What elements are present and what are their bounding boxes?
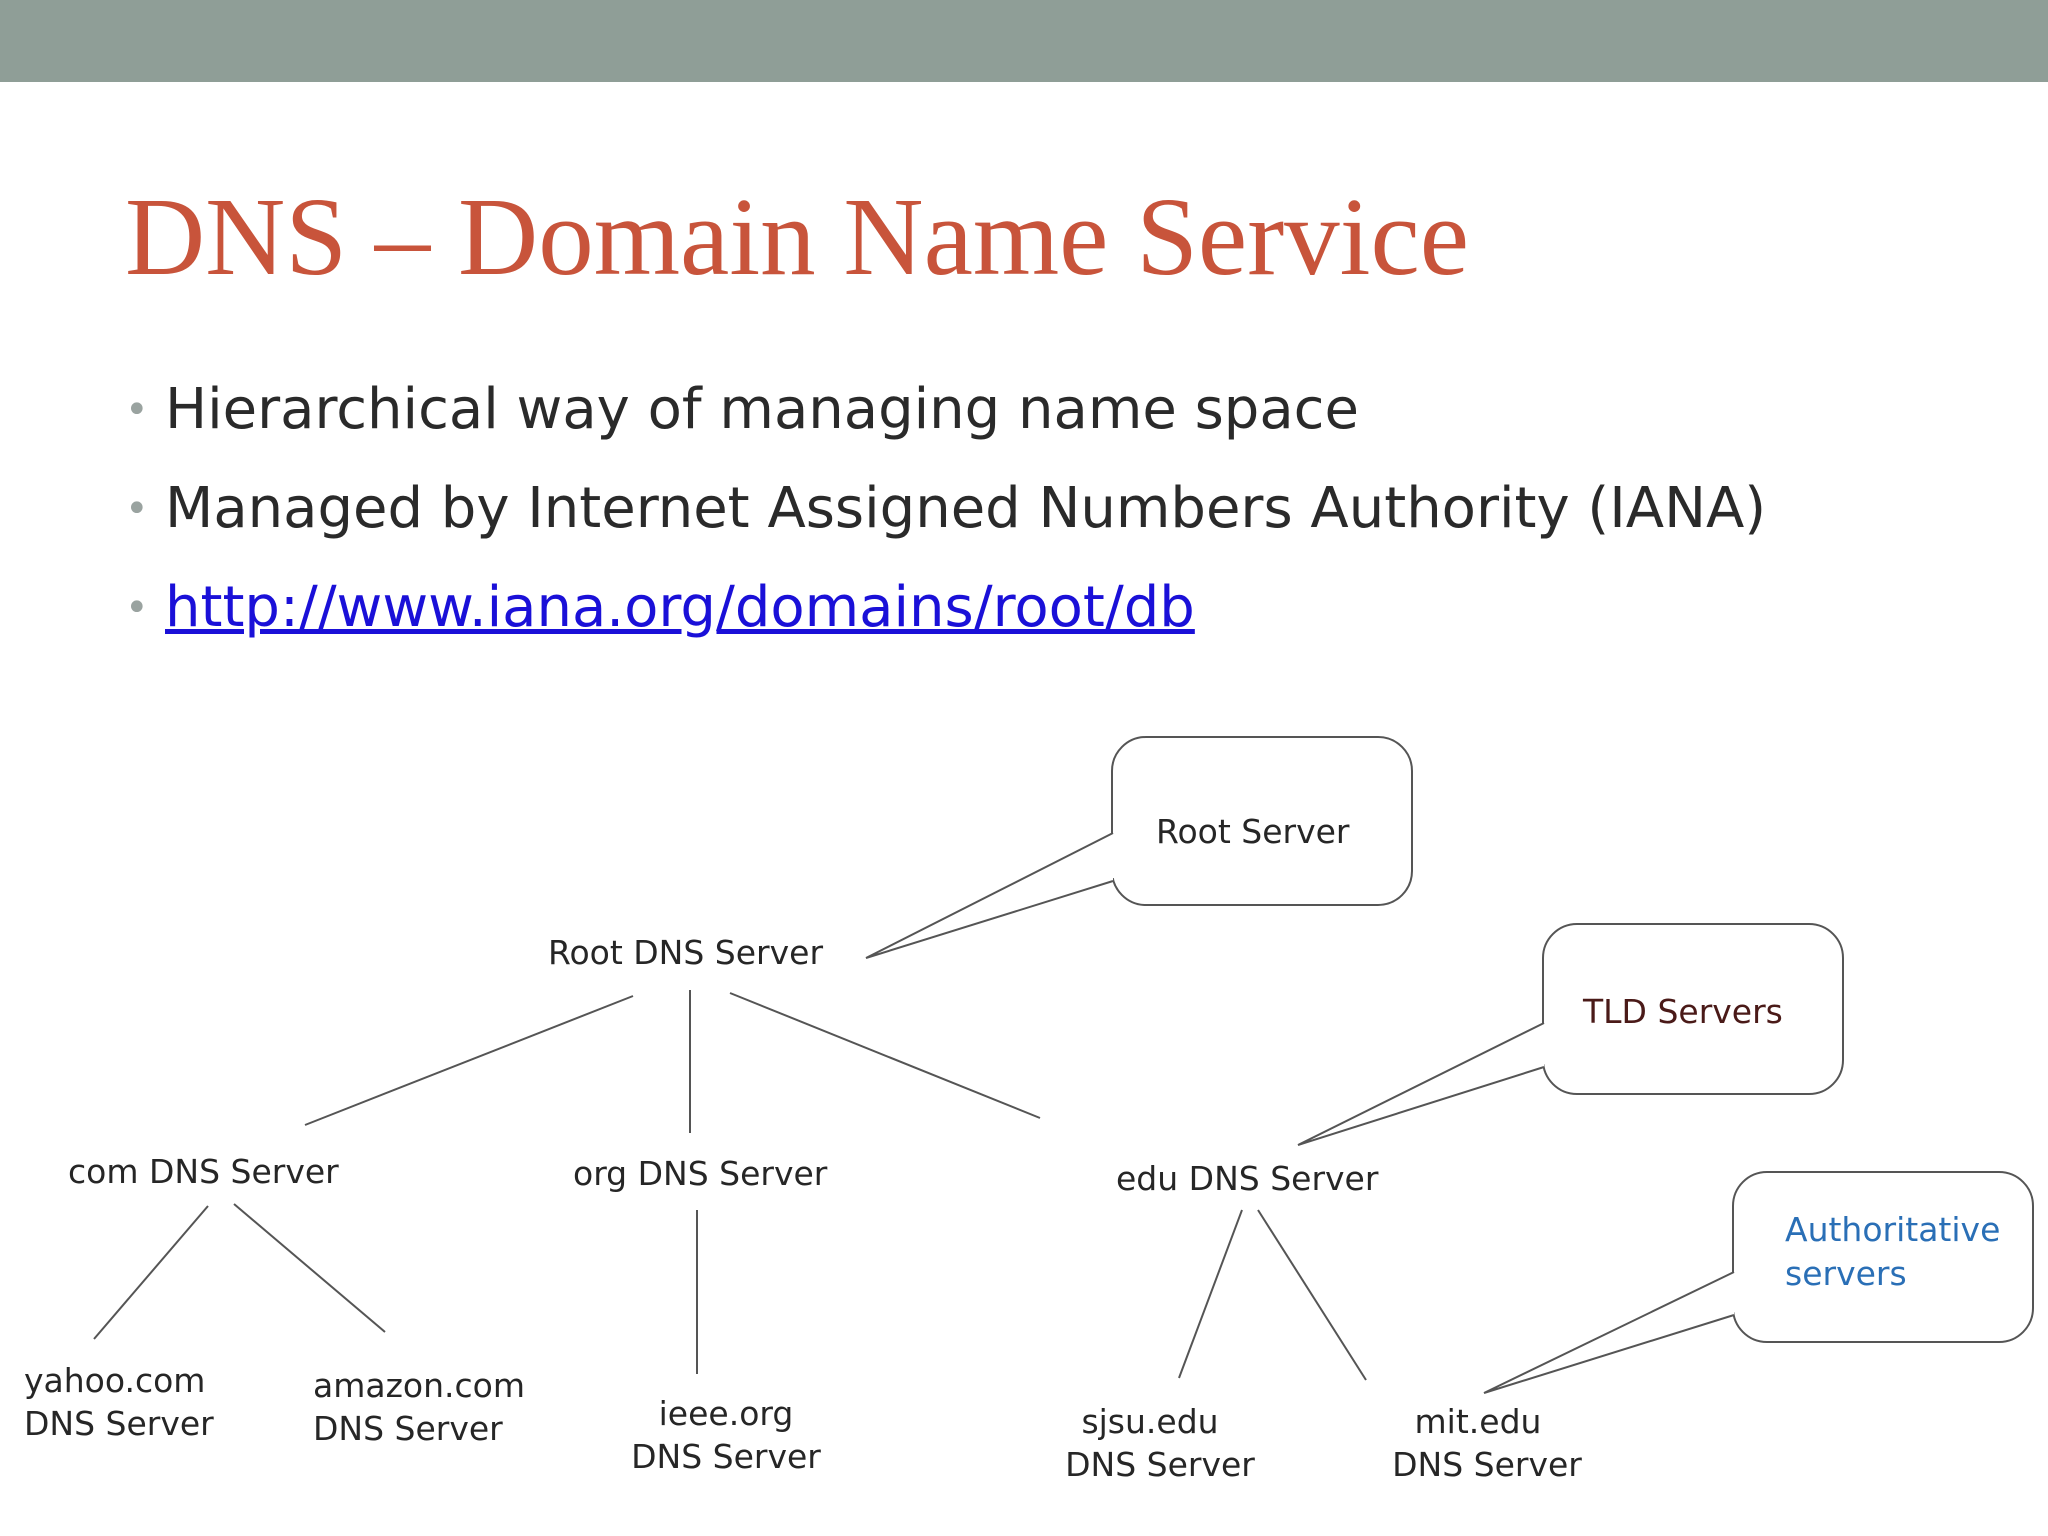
callout-box	[1111, 736, 1413, 906]
node-yahoo-dns-server: yahoo.com DNS Server	[24, 1361, 214, 1443]
tld-servers-callout: TLD Servers	[1297, 923, 1844, 1146]
leaf-label-line2: DNS Server	[313, 1409, 503, 1448]
leaf-label-line1: ieee.org	[659, 1394, 794, 1433]
leaf-label-line1: mit.edu	[1415, 1402, 1542, 1441]
iana-link[interactable]: http://www.iana.org/domains/root/db	[165, 575, 1195, 640]
edge-edu-mit	[1257, 1209, 1367, 1381]
leaf-label-line1: amazon.com	[313, 1366, 525, 1405]
edge-com-amazon	[233, 1203, 386, 1333]
node-root-dns-server: Root DNS Server	[548, 933, 823, 972]
edge-com-yahoo	[93, 1205, 209, 1340]
bullet-text: Hierarchical way of managing name space	[165, 377, 1359, 442]
edge-root-edu	[729, 992, 1041, 1119]
bullet-item: • Hierarchical way of managing name spac…	[125, 365, 1766, 464]
node-ieee-dns-server: ieee.org DNS Server	[631, 1394, 821, 1476]
node-edu-dns-server: edu DNS Server	[1116, 1159, 1379, 1198]
bullet-dot-icon: •	[125, 585, 149, 631]
edge-root-com	[304, 995, 634, 1126]
bullet-item: • http://www.iana.org/domains/root/db	[125, 563, 1766, 662]
authoritative-servers-callout: Authoritative servers	[1483, 1171, 2034, 1394]
bullet-dot-icon: •	[125, 486, 149, 532]
bullet-list: • Hierarchical way of managing name spac…	[125, 365, 1766, 662]
bullet-dot-icon: •	[125, 387, 149, 433]
callout-pointer	[1483, 1271, 1735, 1394]
slide-title: DNS – Domain Name Service	[125, 176, 1470, 299]
leaf-label-line2: DNS Server	[1065, 1445, 1255, 1484]
callout-pointer	[865, 832, 1114, 959]
node-org-dns-server: org DNS Server	[573, 1154, 828, 1193]
leaf-label-line1: sjsu.edu	[1081, 1402, 1218, 1441]
callout-box	[1732, 1171, 2034, 1343]
top-accent-bar	[0, 0, 2048, 82]
node-amazon-dns-server: amazon.com DNS Server	[313, 1366, 525, 1448]
callout-auth-label-line1: Authoritative	[1785, 1210, 2000, 1249]
bullet-text: Managed by Internet Assigned Numbers Aut…	[165, 476, 1767, 541]
callout-auth-label-line2: servers	[1785, 1254, 1907, 1293]
bullet-item: • Managed by Internet Assigned Numbers A…	[125, 464, 1766, 563]
callout-root-label: Root Server	[1156, 812, 1350, 851]
node-mit-dns-server: mit.edu DNS Server	[1392, 1402, 1582, 1484]
callout-tld-label: TLD Servers	[1582, 992, 1783, 1031]
leaf-label-line2: DNS Server	[1392, 1445, 1582, 1484]
node-sjsu-dns-server: sjsu.edu DNS Server	[1065, 1402, 1255, 1484]
leaf-label-line2: DNS Server	[24, 1404, 214, 1443]
callout-box	[1542, 923, 1844, 1095]
leaf-label-line2: DNS Server	[631, 1437, 821, 1476]
node-com-dns-server: com DNS Server	[68, 1152, 339, 1191]
callout-pointer	[1297, 1022, 1545, 1146]
leaf-label-line1: yahoo.com	[24, 1361, 205, 1400]
edge-edu-sjsu	[1178, 1209, 1243, 1379]
root-server-callout: Root Server	[865, 736, 1413, 959]
